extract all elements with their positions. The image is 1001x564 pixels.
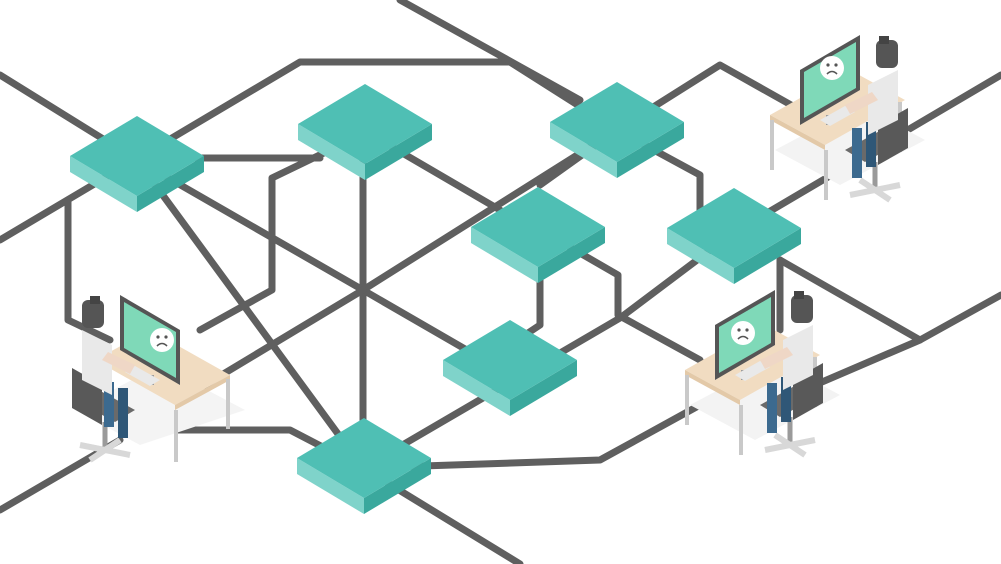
network-nodes	[70, 82, 801, 514]
sad-face-icon	[819, 55, 845, 81]
connection-line	[359, 61, 804, 294]
network-node	[443, 320, 577, 416]
workstation-bottom-right	[685, 290, 840, 455]
connection-line	[396, 0, 584, 104]
connection-line	[0, 71, 514, 379]
workstation-top-right	[770, 35, 925, 200]
network-node	[298, 84, 432, 180]
sad-face-icon	[730, 320, 756, 346]
connection-line	[196, 146, 334, 334]
connection-line	[133, 156, 367, 472]
connection-line	[64, 196, 114, 344]
connection-line	[359, 401, 704, 472]
sad-face-icon	[149, 327, 175, 353]
connection-line	[776, 256, 1001, 344]
